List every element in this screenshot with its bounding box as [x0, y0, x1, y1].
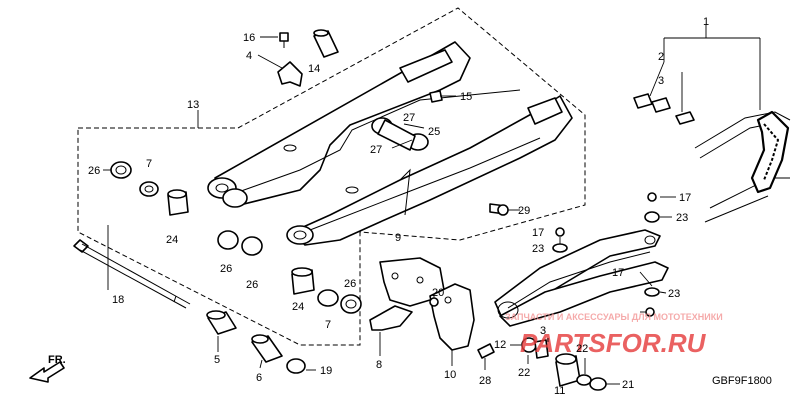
bolt-17-mid[interactable] — [555, 227, 565, 237]
callout-19[interactable]: 19 — [320, 365, 332, 377]
washer-23-right[interactable] — [644, 287, 660, 297]
callout-24-lower[interactable]: 24 — [292, 301, 304, 313]
callout-20[interactable]: 20 — [432, 287, 444, 299]
callout-26-mid-left[interactable]: 26 — [220, 263, 232, 275]
callout-2[interactable]: 2 — [658, 51, 664, 63]
callout-22-left[interactable]: 22 — [518, 367, 530, 379]
callout-23-mid[interactable]: 23 — [532, 243, 544, 255]
callout-14[interactable]: 14 — [308, 63, 320, 75]
swingarm[interactable] — [207, 41, 573, 246]
callout-1[interactable]: 1 — [703, 16, 709, 28]
collar-7-lower[interactable] — [317, 289, 339, 307]
seal-26-upper[interactable] — [110, 161, 132, 179]
bolt-15[interactable] — [429, 90, 443, 103]
front-direction-arrow — [29, 361, 65, 383]
callout-8[interactable]: 8 — [376, 359, 382, 371]
callout-3-lower[interactable]: 3 — [540, 325, 546, 337]
callout-18[interactable]: 18 — [112, 294, 124, 306]
seal-26-lower[interactable] — [340, 294, 362, 314]
bolt-29[interactable] — [489, 203, 509, 216]
washer-23-top[interactable] — [644, 211, 660, 223]
callout-23-right[interactable]: 23 — [668, 288, 680, 300]
swingarm-assembly-border — [77, 7, 586, 346]
callout-5[interactable]: 5 — [214, 354, 220, 366]
seal-26-mid-right[interactable] — [241, 236, 263, 256]
callout-4[interactable]: 4 — [246, 50, 252, 62]
watermark-brand: PARTSFOR.RU — [520, 328, 707, 358]
callout-15[interactable]: 15 — [460, 91, 472, 103]
bearing-24-lower[interactable] — [291, 267, 315, 295]
callout-28[interactable]: 28 — [479, 375, 491, 387]
collar-14[interactable] — [313, 29, 339, 58]
callout-29[interactable]: 29 — [518, 205, 530, 217]
callout-10[interactable]: 10 — [444, 369, 456, 381]
diagram-code: GBF9F1800 — [712, 375, 772, 387]
bolt-17-top[interactable] — [647, 192, 657, 202]
callout-3-top[interactable]: 3 — [658, 75, 664, 87]
chain-slider-11[interactable] — [494, 229, 669, 327]
collar-7-upper[interactable] — [139, 181, 159, 197]
drive-chain-1[interactable] — [694, 110, 791, 223]
bracket-10[interactable] — [429, 283, 475, 351]
callout-17-right[interactable]: 17 — [612, 267, 624, 279]
pivot-bolt-18[interactable] — [73, 239, 191, 309]
collar-6[interactable] — [251, 334, 283, 363]
collar-3-lower[interactable] — [534, 339, 549, 359]
bearing-24-upper[interactable] — [167, 189, 189, 216]
callout-24-upper[interactable]: 24 — [166, 234, 178, 246]
callout-21[interactable]: 21 — [622, 379, 634, 391]
bolt-28[interactable] — [477, 343, 495, 359]
callout-26-upper[interactable]: 26 — [88, 165, 100, 177]
callout-22-right[interactable]: 22 — [576, 343, 588, 355]
callout-27-upper[interactable]: 27 — [403, 112, 415, 124]
bolt-16[interactable] — [279, 32, 289, 48]
callout-labels: 16 14 4 13 15 27 25 27 26 7 24 26 26 9 1… — [88, 16, 709, 397]
front-direction-label: FR. — [48, 354, 66, 366]
bracket-8[interactable] — [369, 305, 413, 331]
callout-26-lower[interactable]: 26 — [344, 278, 356, 290]
callout-27-lower[interactable]: 27 — [370, 144, 382, 156]
callout-17-mid[interactable]: 17 — [532, 227, 544, 239]
callout-13[interactable]: 13 — [187, 99, 199, 111]
callout-12[interactable]: 12 — [494, 339, 506, 351]
callout-25[interactable]: 25 — [428, 126, 440, 138]
nut-21[interactable] — [589, 377, 607, 391]
guide-4[interactable] — [277, 61, 303, 87]
collar-5[interactable] — [206, 310, 237, 335]
watermark-tagline: ЗАПЧАСТИ И АКСЕССУАРЫ ДЛЯ МОТОТЕХНИКИ — [505, 312, 723, 322]
callout-17-top[interactable]: 17 — [679, 192, 691, 204]
seal-26-mid-left[interactable] — [217, 230, 239, 250]
callout-11[interactable]: 11 — [554, 385, 565, 397]
roller-11[interactable] — [555, 353, 581, 387]
callout-7-upper[interactable]: 7 — [146, 158, 152, 170]
callout-23-top[interactable]: 23 — [676, 212, 688, 224]
callout-16[interactable]: 16 — [243, 32, 255, 44]
washer-23-mid[interactable] — [552, 243, 568, 253]
master-link-2[interactable] — [633, 93, 671, 113]
leader-lines — [103, 25, 761, 385]
callout-26-mid-right[interactable]: 26 — [246, 279, 258, 291]
clip-3-top[interactable] — [675, 111, 695, 125]
callout-6[interactable]: 6 — [256, 372, 262, 384]
nut-22[interactable] — [576, 374, 592, 386]
callout-7-lower[interactable]: 7 — [325, 319, 331, 331]
bolt-20[interactable] — [429, 297, 439, 307]
callout-9[interactable]: 9 — [395, 232, 401, 244]
nut-19[interactable] — [286, 358, 306, 374]
